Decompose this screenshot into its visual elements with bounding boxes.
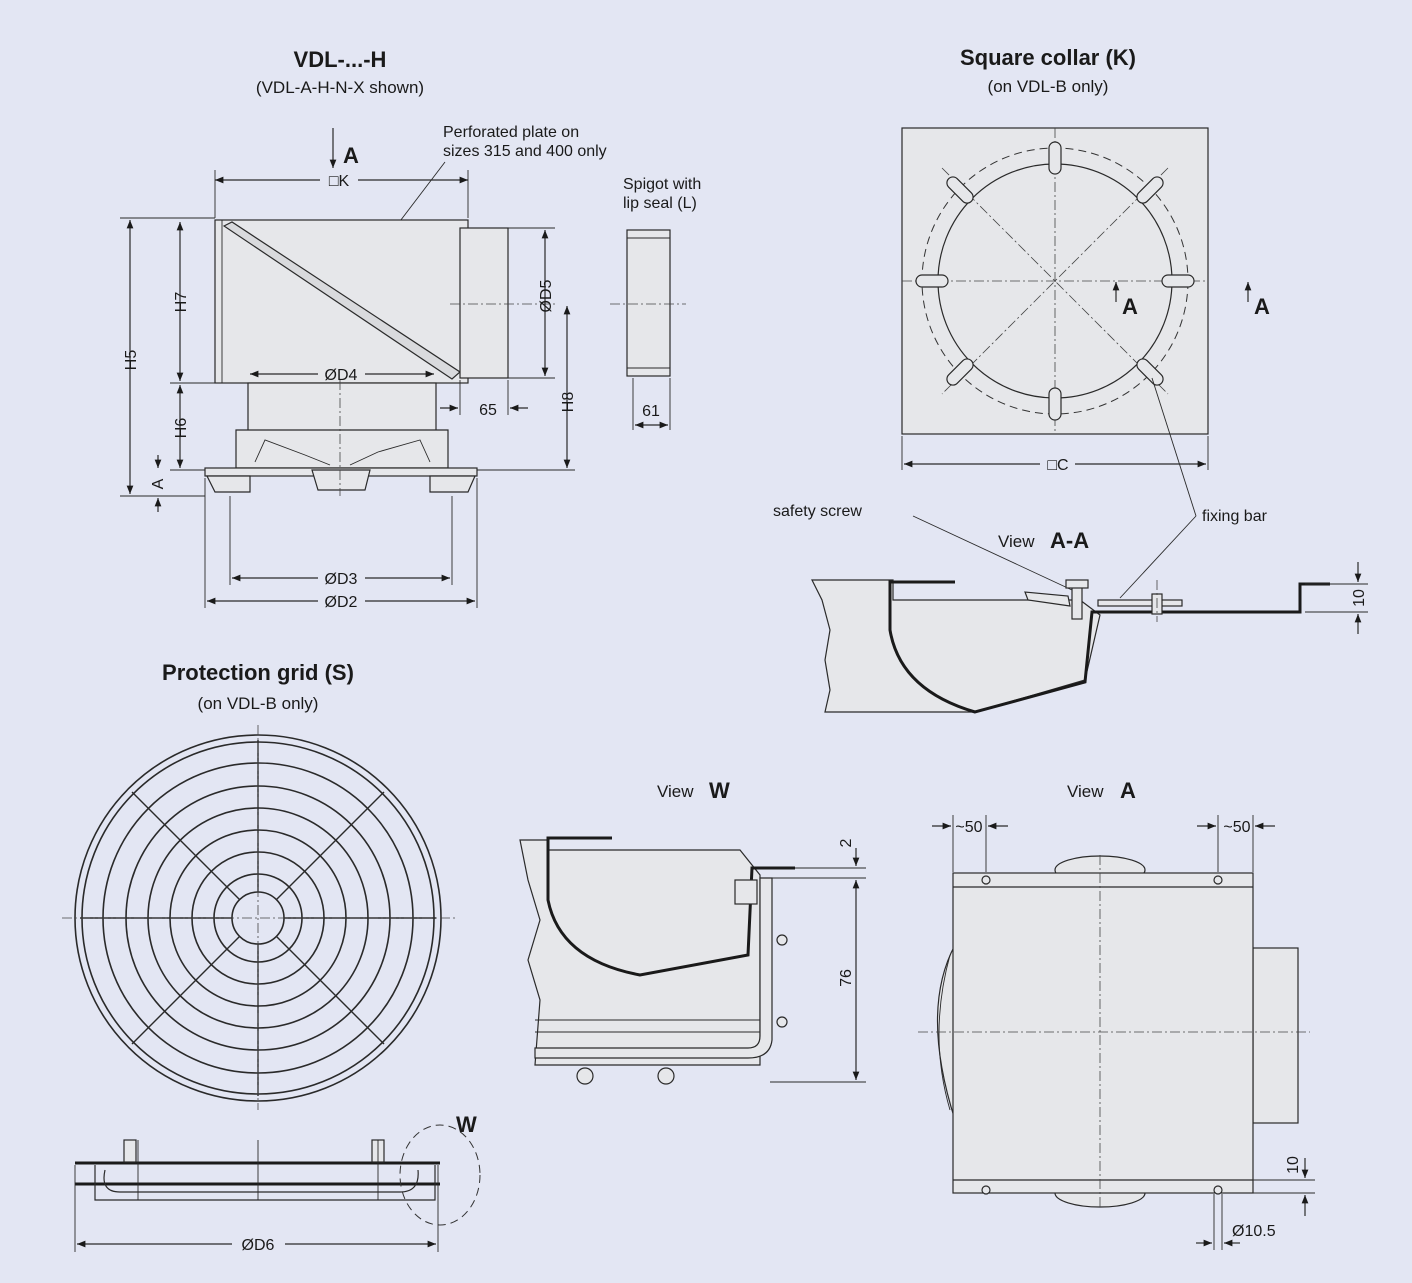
detail-w-mark: W (456, 1112, 477, 1137)
dim-h5-label: H5 (123, 350, 140, 371)
safety-screw (1071, 584, 1083, 620)
view-a-hole (1213, 1185, 1223, 1195)
fixing-bar-strip (1097, 599, 1183, 607)
motor-neck (247, 382, 437, 432)
flange-lip-left (206, 475, 251, 493)
dim-h6-label: H6 (173, 418, 190, 439)
spigot-note-line2: lip seal (L) (623, 195, 697, 212)
main-view-title: VDL-...-H (294, 47, 387, 72)
dim-d2-label: ØD2 (325, 594, 358, 611)
leader-line (1119, 515, 1197, 599)
view-a-prefix: View (1067, 782, 1104, 801)
view-a-housing (952, 872, 1254, 1194)
safety-screw-head (1065, 579, 1089, 589)
view-w-ring-left (576, 1067, 594, 1085)
view-a: View A ~50 ~50 10 (918, 778, 1315, 1250)
fixing-bar-label: fixing bar (1202, 508, 1268, 525)
view-w-rivet (776, 934, 788, 946)
section-aa-body (811, 579, 1101, 713)
dim-d6-label: ØD6 (242, 1237, 275, 1254)
view-aa-prefix: View (998, 532, 1035, 551)
dim-50-right-label: ~50 (1223, 819, 1250, 836)
square-collar-subtitle: (on VDL-B only) (988, 77, 1109, 96)
view-w-rivet (776, 1016, 788, 1028)
centerline (941, 167, 1169, 395)
spigot-side (626, 229, 671, 377)
dim-h8-label: H8 (560, 392, 577, 413)
safety-screw-label: safety screw (773, 503, 862, 520)
dim-50-left-label: ~50 (955, 819, 982, 836)
fixing-bar (1024, 591, 1071, 607)
dim-d5-label: ØD5 (538, 279, 555, 312)
section-aa-profile (888, 580, 1330, 714)
fixing-slots (915, 141, 1195, 421)
dim-76-label: 76 (838, 969, 855, 987)
dim-d4-label: ØD4 (325, 367, 358, 384)
dim-d3-label: ØD3 (325, 571, 358, 588)
view-a-letter: A (1120, 778, 1136, 803)
protection-grid-subtitle: (on VDL-B only) (198, 694, 319, 713)
dim-k-label: □K (329, 173, 350, 190)
flange-lip-right (429, 475, 476, 493)
dim-h7-label: H7 (173, 292, 190, 313)
dim-61-label: 61 (642, 403, 660, 420)
view-w-bolt (734, 879, 758, 905)
view-w: View W 2 76 (519, 778, 866, 1085)
dim-10-a-label: 10 (1285, 1156, 1302, 1174)
dim-2-label: 2 (838, 838, 855, 847)
view-w-profile (546, 836, 795, 977)
motor-detail (254, 439, 431, 466)
main-view-subtitle: (VDL-A-H-N-X shown) (256, 78, 424, 97)
section-mark-2: A (1254, 294, 1270, 319)
view-a-hole (981, 875, 991, 885)
section-mark-1: A (1122, 294, 1138, 319)
dim-c-label: □C (1047, 457, 1068, 474)
perforated-note-line1: Perforated plate on (443, 124, 579, 141)
view-a-hole (1213, 875, 1223, 885)
leader-line (1151, 377, 1197, 517)
grid-side-hoop (103, 1169, 419, 1193)
view-a-spigot (1252, 947, 1299, 1124)
detail-w-circle (399, 1124, 481, 1226)
view-a-left-cap-line (938, 954, 951, 1111)
square-collar-view: Square collar (K) (on VDL-B only) A A (773, 45, 1368, 714)
dim-10-label: 10 (1351, 589, 1368, 607)
grid-side-frame (94, 1165, 436, 1201)
dim-65-label: 65 (479, 402, 497, 419)
dim-a-label: A (150, 478, 167, 489)
grid-bracket-left (123, 1139, 137, 1163)
protection-grid-view: Protection grid (S) (on VDL-B only) (62, 660, 481, 1254)
centerline (941, 167, 1169, 395)
view-a-hole (981, 1185, 991, 1195)
leader-line (912, 515, 1073, 591)
view-a-left-cap (936, 944, 956, 1121)
view-w-letter: W (709, 778, 730, 803)
drain-cup (311, 469, 371, 491)
spigot-note-line1: Spigot with (623, 176, 701, 193)
view-w-body (519, 839, 761, 1066)
square-collar-title: Square collar (K) (960, 45, 1136, 70)
dim-hole-label: Ø10.5 (1232, 1223, 1276, 1240)
view-aa-letter: A-A (1050, 528, 1089, 553)
main-view: VDL-...-H (VDL-A-H-N-X shown) A □K Perfo… (120, 47, 701, 611)
protection-grid-title: Protection grid (S) (162, 660, 354, 685)
view-w-ring-right (657, 1067, 675, 1085)
outlet-spigot (459, 227, 509, 379)
view-w-prefix: View (657, 782, 694, 801)
motor-base (235, 429, 449, 469)
view-w-grid-hook (534, 877, 773, 1059)
perforated-note-line2: sizes 315 and 400 only (443, 143, 607, 160)
view-arrow-a-label: A (343, 143, 359, 168)
